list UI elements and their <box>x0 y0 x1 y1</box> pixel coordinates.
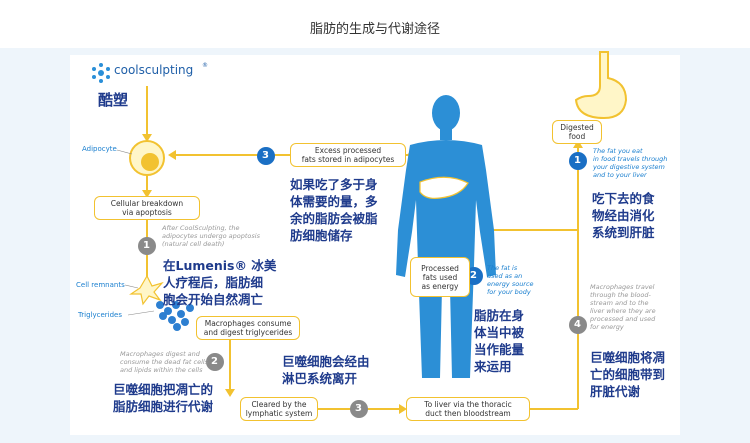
step-circle-3-bottom <box>350 400 368 418</box>
triglyceride-dots <box>156 301 194 331</box>
box-macrophages-consume: Macrophages consume and digest triglycer… <box>196 316 300 340</box>
arrow-to-breakdown <box>142 190 152 198</box>
stomach-shape <box>574 51 628 120</box>
coolsculpting-logo-text: coolsculpting <box>114 63 194 77</box>
box-excess-processed: Excess processed fats stored in adipocyt… <box>290 143 406 167</box>
flow-lines <box>146 86 579 410</box>
cn-excess-fat: 如果吃了多于身 体需要的量，多 余的脂肪会被脂 肪细胞储存 <box>290 177 378 243</box>
label-triglycerides: Triglycerides <box>78 311 122 319</box>
cell-remnants-shape <box>129 274 164 306</box>
cn-energy: 脂肪在身 体当中被 当作能量 来运用 <box>474 308 525 374</box>
logo-chinese-subtitle: 酷塑 <box>98 91 129 109</box>
step-circle-3-top <box>257 147 275 165</box>
triglycerides-pointer <box>127 310 155 316</box>
note-macrophages-digest: Macrophages digest and consume the dead … <box>120 350 209 374</box>
arrow-to-liver <box>399 404 407 414</box>
box-processed-fats: Processed fats used as energy <box>410 257 470 297</box>
step-number-3-top: 3 <box>262 150 269 161</box>
arrow-up-right <box>573 140 583 148</box>
note-fat-used: The fat is used as an energy source for … <box>487 264 534 296</box>
arrow-to-adipocyte <box>142 134 152 142</box>
step-circle-1-left <box>138 237 156 255</box>
snowflake-icon <box>92 63 110 83</box>
step-number-1-left: 1 <box>143 240 150 251</box>
logo-trademark: ® <box>202 62 208 69</box>
remnants-pointer <box>124 284 139 289</box>
box-cellular-breakdown: Cellular breakdown via apoptosis <box>94 196 200 220</box>
step-circle-2-left <box>206 353 224 371</box>
cn-macrophage-lymph: 巨噬细胞会经由 淋巴系统离开 <box>282 354 370 386</box>
step-circle-1-right <box>569 152 587 170</box>
arrow-to-lymph <box>225 389 235 397</box>
step-number-1-right: 1 <box>574 155 581 166</box>
label-cell-remnants: Cell remnants <box>76 281 125 289</box>
step-number-4-right: 4 <box>574 319 581 330</box>
step-number-2-body: 2 <box>470 270 477 281</box>
step-number-2-left: 2 <box>211 356 218 367</box>
adipocyte-nucleus <box>141 153 159 171</box>
adipocyte-pointer <box>116 149 133 155</box>
arrow-into-adipocyte <box>168 150 176 160</box>
cn-lumenis: 在Lumenis® 冰美 人疗程后，脂肪细 胞会开始自然凋亡 <box>163 258 277 307</box>
liver-shape <box>419 176 469 199</box>
note-fat-you-eat: The fat you eat in food travels through … <box>593 147 668 179</box>
box-cleared-lymphatic: Cleared by the lymphatic system <box>240 397 318 421</box>
step-number-3-bottom: 3 <box>355 403 362 414</box>
label-adipocyte: Adipocyte <box>82 145 117 153</box>
step-circle-4-right <box>569 316 587 334</box>
cn-liver: 巨噬细胞将凋 亡的细胞带到 肝脏代谢 <box>590 350 666 399</box>
box-to-liver: To liver via the thoracic duct then bloo… <box>406 397 530 421</box>
note-after-coolsculpting: After CoolSculpting, the adipocytes unde… <box>162 224 260 248</box>
note-macrophages-travel: Macrophages travel through the blood- st… <box>590 283 656 331</box>
page-title: 脂肪的生成与代谢途径 <box>309 22 440 37</box>
cn-food: 吃下去的食 物经由消化 系统到肝脏 <box>592 191 655 240</box>
cn-macrophage-dead: 巨噬细胞把凋亡的 脂肪细胞进行代谢 <box>113 382 214 414</box>
box-digested-food: Digested food <box>552 120 602 144</box>
